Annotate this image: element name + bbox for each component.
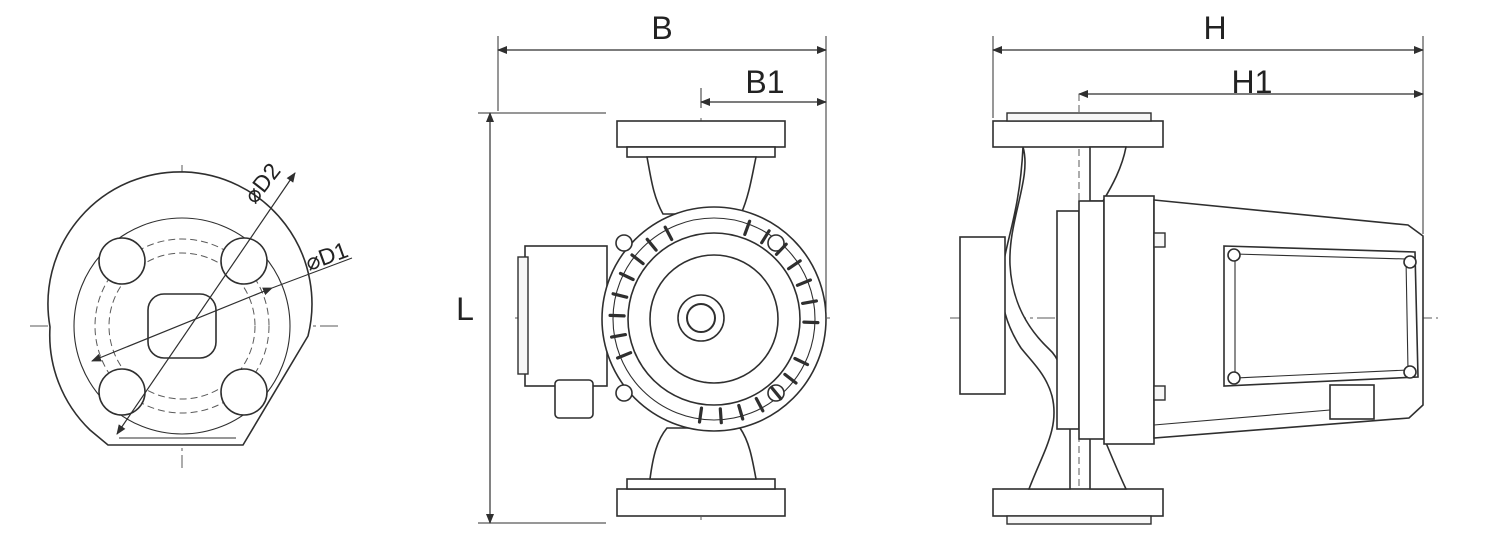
d1-leader-line xyxy=(271,257,353,289)
side-bottom-flange xyxy=(992,488,1164,517)
front-rib xyxy=(630,253,645,266)
front-rib xyxy=(615,351,633,360)
front-rib xyxy=(754,396,765,413)
side-motor-bolt-top xyxy=(1153,232,1166,248)
bottom-flange xyxy=(616,488,786,517)
top-flange-neck xyxy=(626,146,776,158)
flange-front-view: ⌀D2 ⌀D1 xyxy=(30,158,353,468)
flange-bolt-hole-top-left xyxy=(98,237,146,285)
label-b1: B1 xyxy=(745,64,784,100)
motor-housing-rib-ring xyxy=(612,217,816,421)
bottom-port-body xyxy=(649,427,757,480)
front-rib xyxy=(737,403,745,421)
top-flange xyxy=(616,120,786,148)
front-screw-top-right xyxy=(767,234,785,252)
front-rib xyxy=(795,278,813,287)
side-volute-top-right xyxy=(1089,146,1127,202)
side-cable-gland xyxy=(1329,384,1375,420)
cable-gland xyxy=(554,379,594,419)
lid-screw-top-right xyxy=(1403,255,1417,269)
motor-shaft-hole xyxy=(686,303,716,333)
flange-bolt-hole-bottom-left xyxy=(98,368,146,416)
front-rib xyxy=(786,259,802,271)
front-rib xyxy=(608,313,626,318)
front-rib xyxy=(774,242,788,256)
terminal-box-side xyxy=(524,245,608,387)
side-inlet-hub xyxy=(959,236,1006,395)
pump-front-view: B B1 L xyxy=(456,10,834,524)
front-rib xyxy=(760,229,771,245)
motor-front-cover xyxy=(649,254,779,384)
front-rib xyxy=(611,292,629,299)
front-rib xyxy=(609,333,628,339)
front-rib xyxy=(743,219,752,236)
front-rib xyxy=(718,407,723,425)
front-screw-bottom-left xyxy=(615,384,633,402)
label-l: L xyxy=(456,291,474,327)
front-rib xyxy=(663,225,674,242)
front-rib xyxy=(697,406,704,424)
terminal-box-lip xyxy=(517,256,529,375)
front-cooling-ribs xyxy=(608,219,820,425)
pump-side-view: H H1 xyxy=(950,10,1438,525)
flange-bolt-hole-top-right xyxy=(220,237,268,285)
lid-screw-top-left xyxy=(1227,248,1241,262)
front-rib xyxy=(645,237,658,252)
front-rib xyxy=(783,372,798,385)
flange-bolt-hole-bottom-right xyxy=(220,368,268,416)
side-motor-front-ring xyxy=(1103,195,1155,445)
motor-shaft-boss xyxy=(677,294,725,342)
side-top-flange xyxy=(992,120,1164,148)
side-volute-bottom-right xyxy=(1089,437,1128,490)
side-motor-flange xyxy=(1078,200,1105,440)
d1-dimension-line xyxy=(91,287,273,362)
front-rib xyxy=(800,299,819,305)
front-rib xyxy=(770,386,783,401)
control-box-lid xyxy=(1223,245,1419,387)
label-b: B xyxy=(651,10,672,46)
lid-screw-bottom-left xyxy=(1227,371,1241,385)
side-top-flange-lip xyxy=(1006,112,1152,122)
bottom-flange-neck xyxy=(626,478,776,490)
front-rib xyxy=(618,271,635,282)
label-h1: H1 xyxy=(1232,64,1273,100)
front-screw-top-left xyxy=(615,234,633,252)
side-bottom-flange-lip xyxy=(1006,515,1152,525)
side-gasket-plate xyxy=(1056,210,1080,430)
front-rib xyxy=(793,356,810,367)
label-d1: ⌀D1 xyxy=(302,236,352,275)
top-port-body xyxy=(646,156,757,215)
side-motor-bolt-bottom xyxy=(1153,385,1166,401)
label-h: H xyxy=(1203,10,1226,46)
lid-screw-bottom-right xyxy=(1403,365,1417,379)
side-motor-lower-rib xyxy=(1153,409,1331,426)
front-rib xyxy=(802,320,820,325)
